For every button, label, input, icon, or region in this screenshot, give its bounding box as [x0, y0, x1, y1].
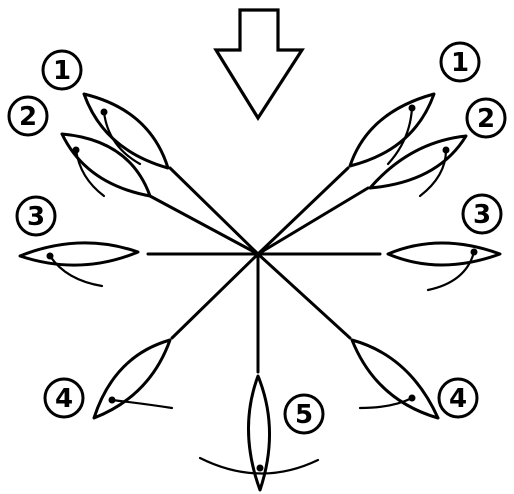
badge-left-4: 4 [45, 379, 83, 417]
course-line-right-4 [258, 254, 350, 338]
course-line-right-1 [258, 168, 348, 254]
badge-right-1-label: 1 [451, 48, 469, 78]
course-lines [148, 168, 380, 372]
boat-right-4 [352, 340, 438, 418]
badge-bottom-5: 5 [285, 395, 323, 433]
badge-right-4: 4 [439, 379, 477, 417]
course-line-right-2 [258, 188, 368, 254]
badge-left-1-label: 1 [53, 56, 71, 86]
badge-right-2-label: 2 [477, 104, 495, 134]
badge-right-1: 1 [441, 43, 479, 81]
wind-arrow-icon [216, 10, 302, 118]
badge-right-2: 2 [467, 99, 505, 137]
badge-left-3-label: 3 [27, 202, 45, 232]
badge-right-3-label: 3 [473, 200, 491, 230]
badge-left-2-label: 2 [19, 102, 37, 132]
badge-bottom-5-label: 5 [295, 400, 313, 430]
boat-right-3 [388, 243, 500, 290]
course-line-left-4 [172, 254, 258, 338]
boat-left-3 [20, 243, 138, 286]
badge-left-4-label: 4 [55, 384, 73, 414]
badge-left-3: 3 [17, 197, 55, 235]
badge-left-1: 1 [43, 51, 81, 89]
course-line-left-1 [170, 168, 258, 254]
course-line-left-2 [150, 196, 258, 254]
badge-right-3: 3 [463, 195, 501, 233]
boat-left-4 [94, 340, 172, 418]
badge-right-4-label: 4 [449, 384, 467, 414]
badge-left-2: 2 [9, 97, 47, 135]
